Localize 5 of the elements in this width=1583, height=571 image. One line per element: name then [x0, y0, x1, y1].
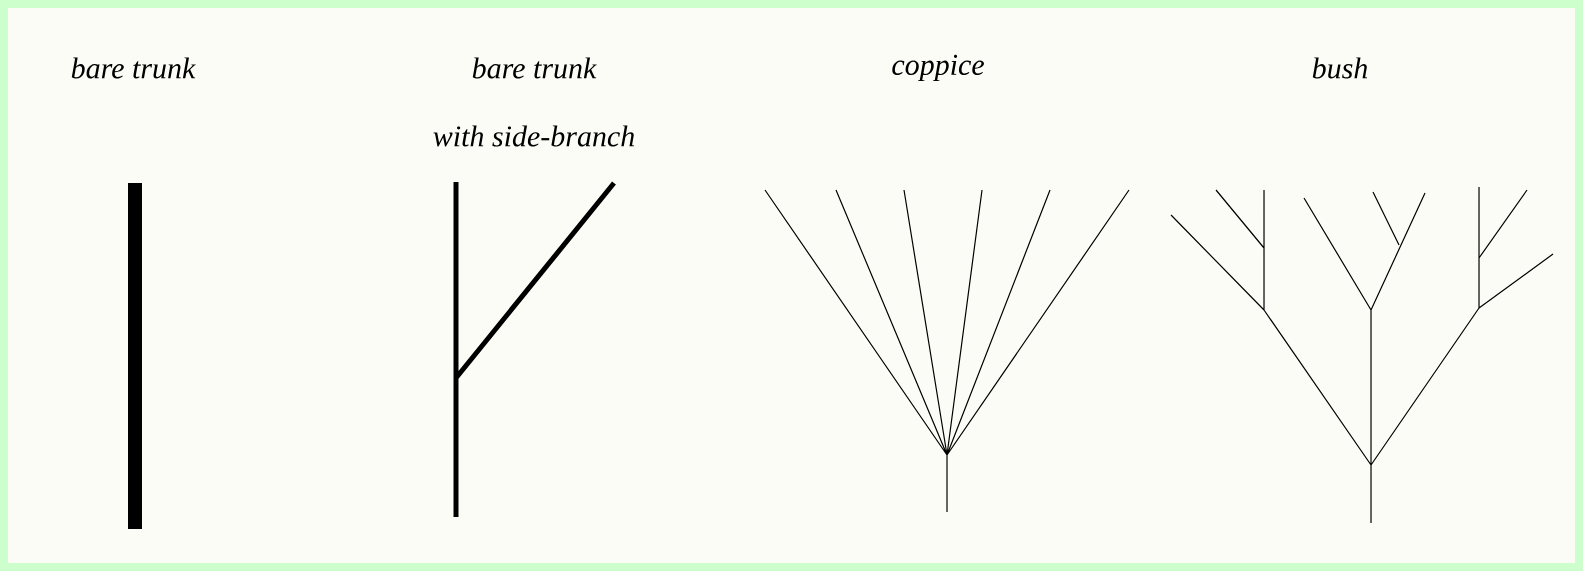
- caption-text: bush: [1312, 57, 1368, 79]
- caption-text: bare trunk: [472, 57, 597, 79]
- caption-text: bare trunk: [71, 57, 196, 79]
- caption-text: coppice: [892, 54, 984, 82]
- caption-text: with side-branch: [433, 125, 634, 147]
